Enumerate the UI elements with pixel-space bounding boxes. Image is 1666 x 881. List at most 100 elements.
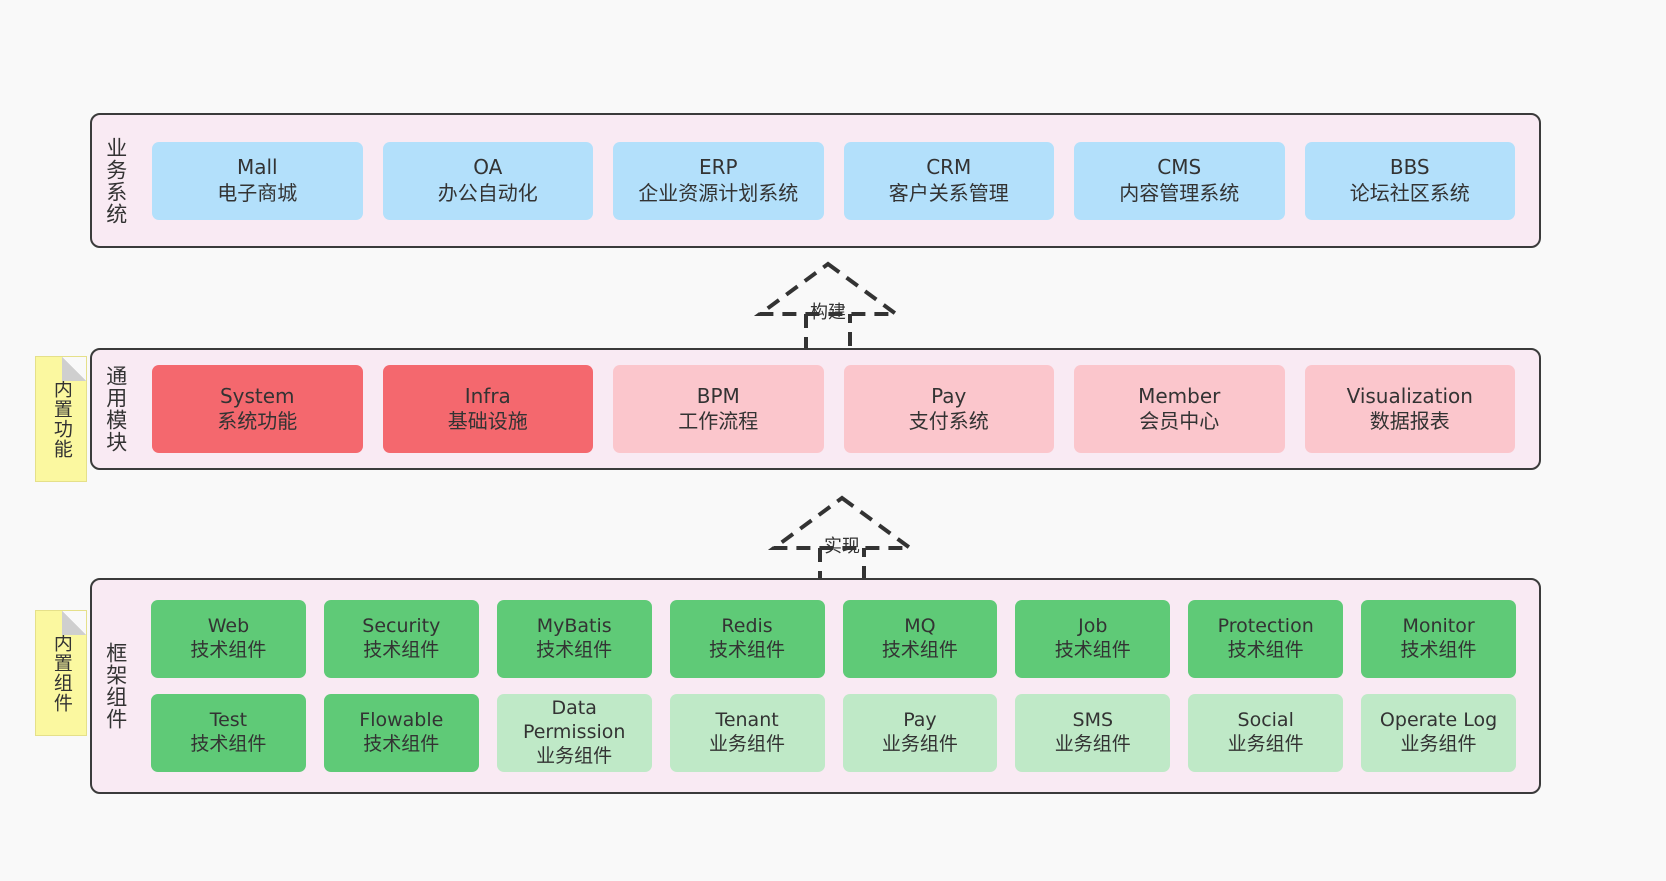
layer-business-system-body: Mall 电子商城 OA 办公自动化 ERP 企业资源计划系统 [138,115,1539,246]
box-visualization[interactable]: Visualization 数据报表 [1304,365,1515,453]
box-test-en: Test [209,709,248,732]
connector-implement: 实现 [762,492,922,592]
framework-cell: Social 业务组件 [1179,694,1352,772]
box-bbs-cn: 论坛社区系统 [1349,180,1470,205]
box-mq[interactable]: MQ 技术组件 [842,600,998,678]
box-web-en: Web [207,615,250,638]
framework-cell: Security 技术组件 [315,600,488,678]
box-tenant-en: Tenant [715,709,779,732]
layer-business-system: 业务系统 Mall 电子商城 OA 办公自动化 ERP [90,113,1541,248]
box-mall-cn: 电子商城 [217,180,298,205]
box-flowable[interactable]: Flowable 技术组件 [323,694,479,772]
box-crm[interactable]: CRM 客户关系管理 [843,141,1054,220]
box-social-en: Social [1237,709,1294,732]
box-infra-en: Infra [464,383,511,408]
box-redis-cn: 技术组件 [709,639,786,661]
framework-cell: SMS 业务组件 [1006,694,1179,772]
note-builtin-component-text: 内置组件 [50,633,73,713]
framework-cell: Data Permission 业务组件 [488,694,661,772]
box-system-en: System [219,383,295,408]
box-pay-module[interactable]: Pay 支付系统 [843,365,1054,453]
framework-cell: Redis 技术组件 [661,600,834,678]
layer-framework-components: 框架组件 Web 技术组件 Security 技术组件 [90,578,1541,794]
box-member-cn: 会员中心 [1139,409,1220,433]
framework-box-row-2: Test 技术组件 Flowable 技术组件 Data Permission … [142,694,1525,772]
business-cell: BBS 论坛社区系统 [1295,141,1526,220]
box-cms-cn: 内容管理系统 [1119,180,1240,205]
layer-common-modules-body: System 系统功能 Infra 基础设施 BPM 工作流程 [138,350,1539,468]
box-security-en: Security [362,615,441,638]
box-mall-en: Mall [236,155,278,180]
box-protection[interactable]: Protection 技术组件 [1188,600,1344,678]
box-test-cn: 技术组件 [190,733,267,755]
business-box-row: Mall 电子商城 OA 办公自动化 ERP 企业资源计划系统 [142,141,1526,220]
box-mq-en: MQ [904,615,936,638]
module-cell: BPM 工作流程 [603,365,834,453]
framework-cell: Web 技术组件 [142,600,315,678]
box-web[interactable]: Web 技术组件 [151,600,306,678]
box-web-cn: 技术组件 [190,639,267,661]
box-visualization-cn: 数据报表 [1369,409,1450,433]
box-oa[interactable]: OA 办公自动化 [382,141,593,220]
layer-framework-components-body: Web 技术组件 Security 技术组件 MyBatis 技术组件 [138,580,1539,792]
box-bpm-cn: 工作流程 [678,409,759,433]
business-cell: OA 办公自动化 [373,141,604,220]
box-operate-log[interactable]: Operate Log 业务组件 [1361,694,1516,772]
module-cell: Member 会员中心 [1064,365,1295,453]
module-cell: System 系统功能 [142,365,373,453]
box-test[interactable]: Test 技术组件 [151,694,306,772]
box-social[interactable]: Social 业务组件 [1188,694,1344,772]
note-fold-corner-icon [62,611,86,635]
box-cms-en: CMS [1157,155,1202,180]
box-monitor[interactable]: Monitor 技术组件 [1361,600,1516,678]
box-pay-module-cn: 支付系统 [908,409,989,433]
box-data-permission-en2: Permission [522,721,626,744]
box-social-cn: 业务组件 [1227,733,1304,755]
box-mall[interactable]: Mall 电子商城 [152,141,363,220]
box-monitor-cn: 技术组件 [1400,639,1477,661]
box-bbs-en: BBS [1389,155,1430,180]
box-sms[interactable]: SMS 业务组件 [1015,694,1171,772]
box-monitor-en: Monitor [1402,615,1475,638]
layer-business-system-title: 业务系统 [103,136,128,225]
box-infra[interactable]: Infra 基础设施 [382,365,593,453]
box-system[interactable]: System 系统功能 [152,365,363,453]
box-mybatis-en: MyBatis [536,615,612,638]
note-builtin-component: 内置组件 [35,610,87,736]
box-tenant[interactable]: Tenant 业务组件 [669,694,825,772]
business-cell: CMS 内容管理系统 [1064,141,1295,220]
box-job-en: Job [1078,615,1108,638]
box-erp[interactable]: ERP 企业资源计划系统 [613,141,824,220]
box-crm-en: CRM [926,155,972,180]
box-member[interactable]: Member 会员中心 [1074,365,1285,453]
framework-cell: Protection 技术组件 [1179,600,1352,678]
module-cell: Infra 基础设施 [373,365,604,453]
box-pay-component[interactable]: Pay 业务组件 [842,694,998,772]
box-infra-cn: 基础设施 [447,409,528,433]
box-data-permission[interactable]: Data Permission 业务组件 [496,694,652,772]
note-builtin-function: 内置功能 [35,356,87,482]
framework-cell: Operate Log 业务组件 [1352,694,1525,772]
box-protection-en: Protection [1217,615,1314,638]
box-cms[interactable]: CMS 内容管理系统 [1074,141,1285,220]
box-oa-cn: 办公自动化 [437,180,538,205]
layer-common-modules: 通用模块 System 系统功能 Infra 基础设施 [90,348,1541,470]
box-system-cn: 系统功能 [217,409,298,433]
box-member-en: Member [1138,383,1221,408]
box-sms-cn: 业务组件 [1054,733,1131,755]
box-erp-cn: 企业资源计划系统 [638,180,799,205]
box-redis[interactable]: Redis 技术组件 [669,600,825,678]
box-bbs[interactable]: BBS 论坛社区系统 [1304,141,1515,220]
box-security[interactable]: Security 技术组件 [323,600,479,678]
connector-build: 构建 [748,258,908,358]
box-protection-cn: 技术组件 [1227,639,1304,661]
box-pay-component-en: Pay [903,709,937,732]
box-bpm[interactable]: BPM 工作流程 [613,365,824,453]
box-job[interactable]: Job 技术组件 [1015,600,1171,678]
box-job-cn: 技术组件 [1054,639,1131,661]
box-bpm-en: BPM [696,383,740,408]
box-mybatis[interactable]: MyBatis 技术组件 [496,600,652,678]
layer-framework-components-title: 框架组件 [103,642,128,730]
business-cell: Mall 电子商城 [142,141,373,220]
